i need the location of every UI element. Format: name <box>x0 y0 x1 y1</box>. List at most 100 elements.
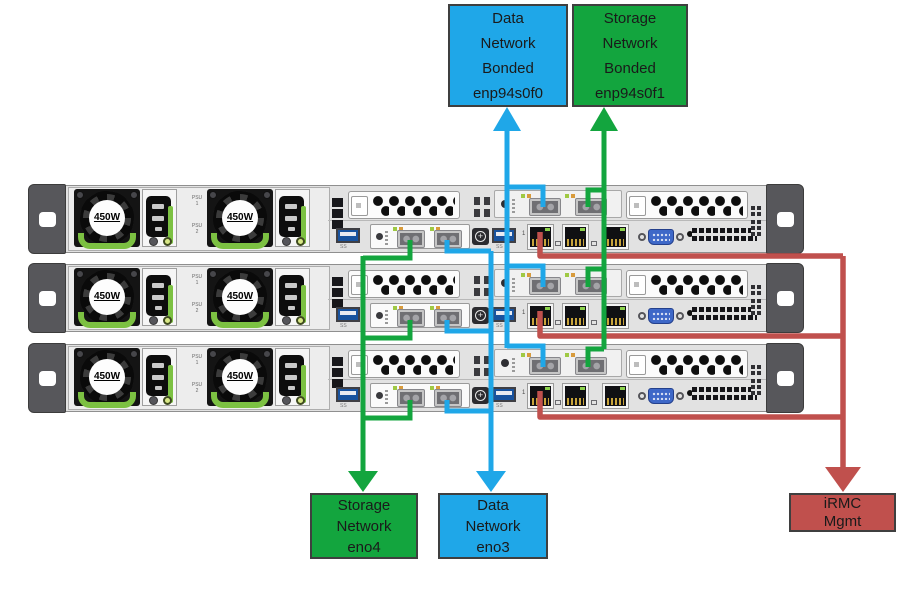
plate-perforation <box>651 353 743 375</box>
vga-port <box>648 388 674 404</box>
sfp-port-enp94s0f1 <box>575 198 607 216</box>
data-network-bonded-box: Data Network Bonded enp94s0f0 <box>448 4 568 107</box>
rack-ear-slot <box>39 371 56 386</box>
psu-status-led <box>282 237 291 246</box>
card-label-strip <box>512 197 515 213</box>
sfp-port-eno4 <box>397 309 425 327</box>
vga-port <box>648 308 674 324</box>
sfp-port-eno4 <box>397 230 425 248</box>
vent-grid <box>692 387 757 400</box>
box-line: eno3 <box>476 538 510 556</box>
plate-perforation <box>373 353 455 375</box>
plate-latch <box>351 355 368 375</box>
lan-icon <box>555 320 561 325</box>
rack-ear-left <box>28 184 66 254</box>
screw-icon <box>76 191 84 199</box>
psu-wattage-label: 450W <box>222 359 258 395</box>
sfp-port-enp94s0f0 <box>529 357 561 375</box>
psu1-handle <box>78 233 136 249</box>
screw-icon <box>376 233 383 240</box>
psu2-slot-label: PSU <box>191 382 203 388</box>
pcie-blank-plate-1 <box>348 270 460 298</box>
box-line: Mgmt <box>823 512 862 530</box>
vga-screw-icon <box>676 233 684 241</box>
psu-wattage-label: 450W <box>89 279 125 315</box>
psu-clip <box>301 365 306 403</box>
server-unit-2: 450W PSU 1 PSU 2 <box>28 263 804 333</box>
plate-latch <box>351 196 368 216</box>
psu1-slot-number: 1 <box>195 201 199 207</box>
screw-icon <box>376 392 383 399</box>
ocp-network-card <box>494 269 622 297</box>
rack-ear-right <box>766 184 804 254</box>
usb-label: SS <box>340 403 347 409</box>
vga-screw-icon <box>638 392 646 400</box>
sfp-led-pair <box>565 273 575 277</box>
lan-port-2 <box>562 224 589 250</box>
vga-screw-icon <box>638 233 646 241</box>
psu-clip <box>168 365 173 403</box>
psu-clip <box>301 285 306 323</box>
rack-ear-slot <box>777 212 794 227</box>
lan-icon <box>555 241 561 246</box>
sfp-port-enp94s0f1 <box>575 357 607 375</box>
rack-ear-right <box>766 263 804 333</box>
lan-port-3 <box>602 383 629 409</box>
sfp-port-eno3 <box>434 309 462 327</box>
sfp-led-pair <box>393 227 403 231</box>
psu2-slot-number: 2 <box>195 229 199 235</box>
plate-latch <box>351 275 368 295</box>
vent-stack <box>332 198 343 229</box>
lan-port-number: 1 <box>522 231 526 237</box>
sfp-led-pair <box>393 306 403 310</box>
psu-power-led <box>296 237 305 246</box>
screw-icon <box>209 350 217 358</box>
chassis-seam <box>328 220 766 221</box>
usb-port-2 <box>492 228 516 243</box>
box-line: Network <box>465 517 521 535</box>
rack-ear-left <box>28 263 66 333</box>
card-label-strip <box>385 308 388 324</box>
screw-icon <box>130 350 138 358</box>
server-unit-3: 450W PSU 1 PSU 2 <box>28 343 804 413</box>
c14-socket-icon <box>279 355 304 396</box>
screw-icon <box>76 270 84 278</box>
vent-block-small <box>751 206 761 216</box>
plate-perforation <box>651 194 743 216</box>
card-label-strip <box>385 229 388 245</box>
usb-label: SS <box>496 244 503 250</box>
id-led <box>501 279 509 287</box>
sfp-port-enp94s0f0 <box>529 198 561 216</box>
pcie-blank-plate-2 <box>626 350 748 378</box>
vent-stack <box>332 277 343 308</box>
usb-label: SS <box>496 323 503 329</box>
sfp-port-eno4 <box>397 389 425 407</box>
sfp-port-enp94s0f0 <box>529 277 561 295</box>
psu1-handle <box>78 392 136 408</box>
vent-block <box>474 195 490 217</box>
box-line: Network <box>480 34 536 52</box>
lan-icon <box>555 400 561 405</box>
sfp-led-pair <box>393 386 403 390</box>
sfp-led-pair <box>430 227 440 231</box>
usb-port-2 <box>492 387 516 402</box>
vent-block-small <box>751 299 761 315</box>
screw-icon <box>376 312 383 319</box>
plate-perforation <box>373 194 455 216</box>
pcie-blank-plate-2 <box>626 191 748 219</box>
box-line: eno4 <box>347 538 381 556</box>
box-line: Storage <box>603 9 657 27</box>
lan-port-2 <box>562 383 589 409</box>
dual-sfp-card <box>370 224 470 249</box>
rack-ear-slot <box>39 212 56 227</box>
psu1-power-inlet <box>142 268 177 326</box>
psu1-power-inlet <box>142 348 177 406</box>
plate-latch <box>629 196 646 216</box>
plate-latch <box>629 355 646 375</box>
sfp-led-pair <box>565 353 575 357</box>
card-label-strip <box>512 276 515 292</box>
lan-port-number: 1 <box>522 310 526 316</box>
screw-icon <box>263 350 271 358</box>
box-line: enp94s0f1 <box>594 84 666 102</box>
